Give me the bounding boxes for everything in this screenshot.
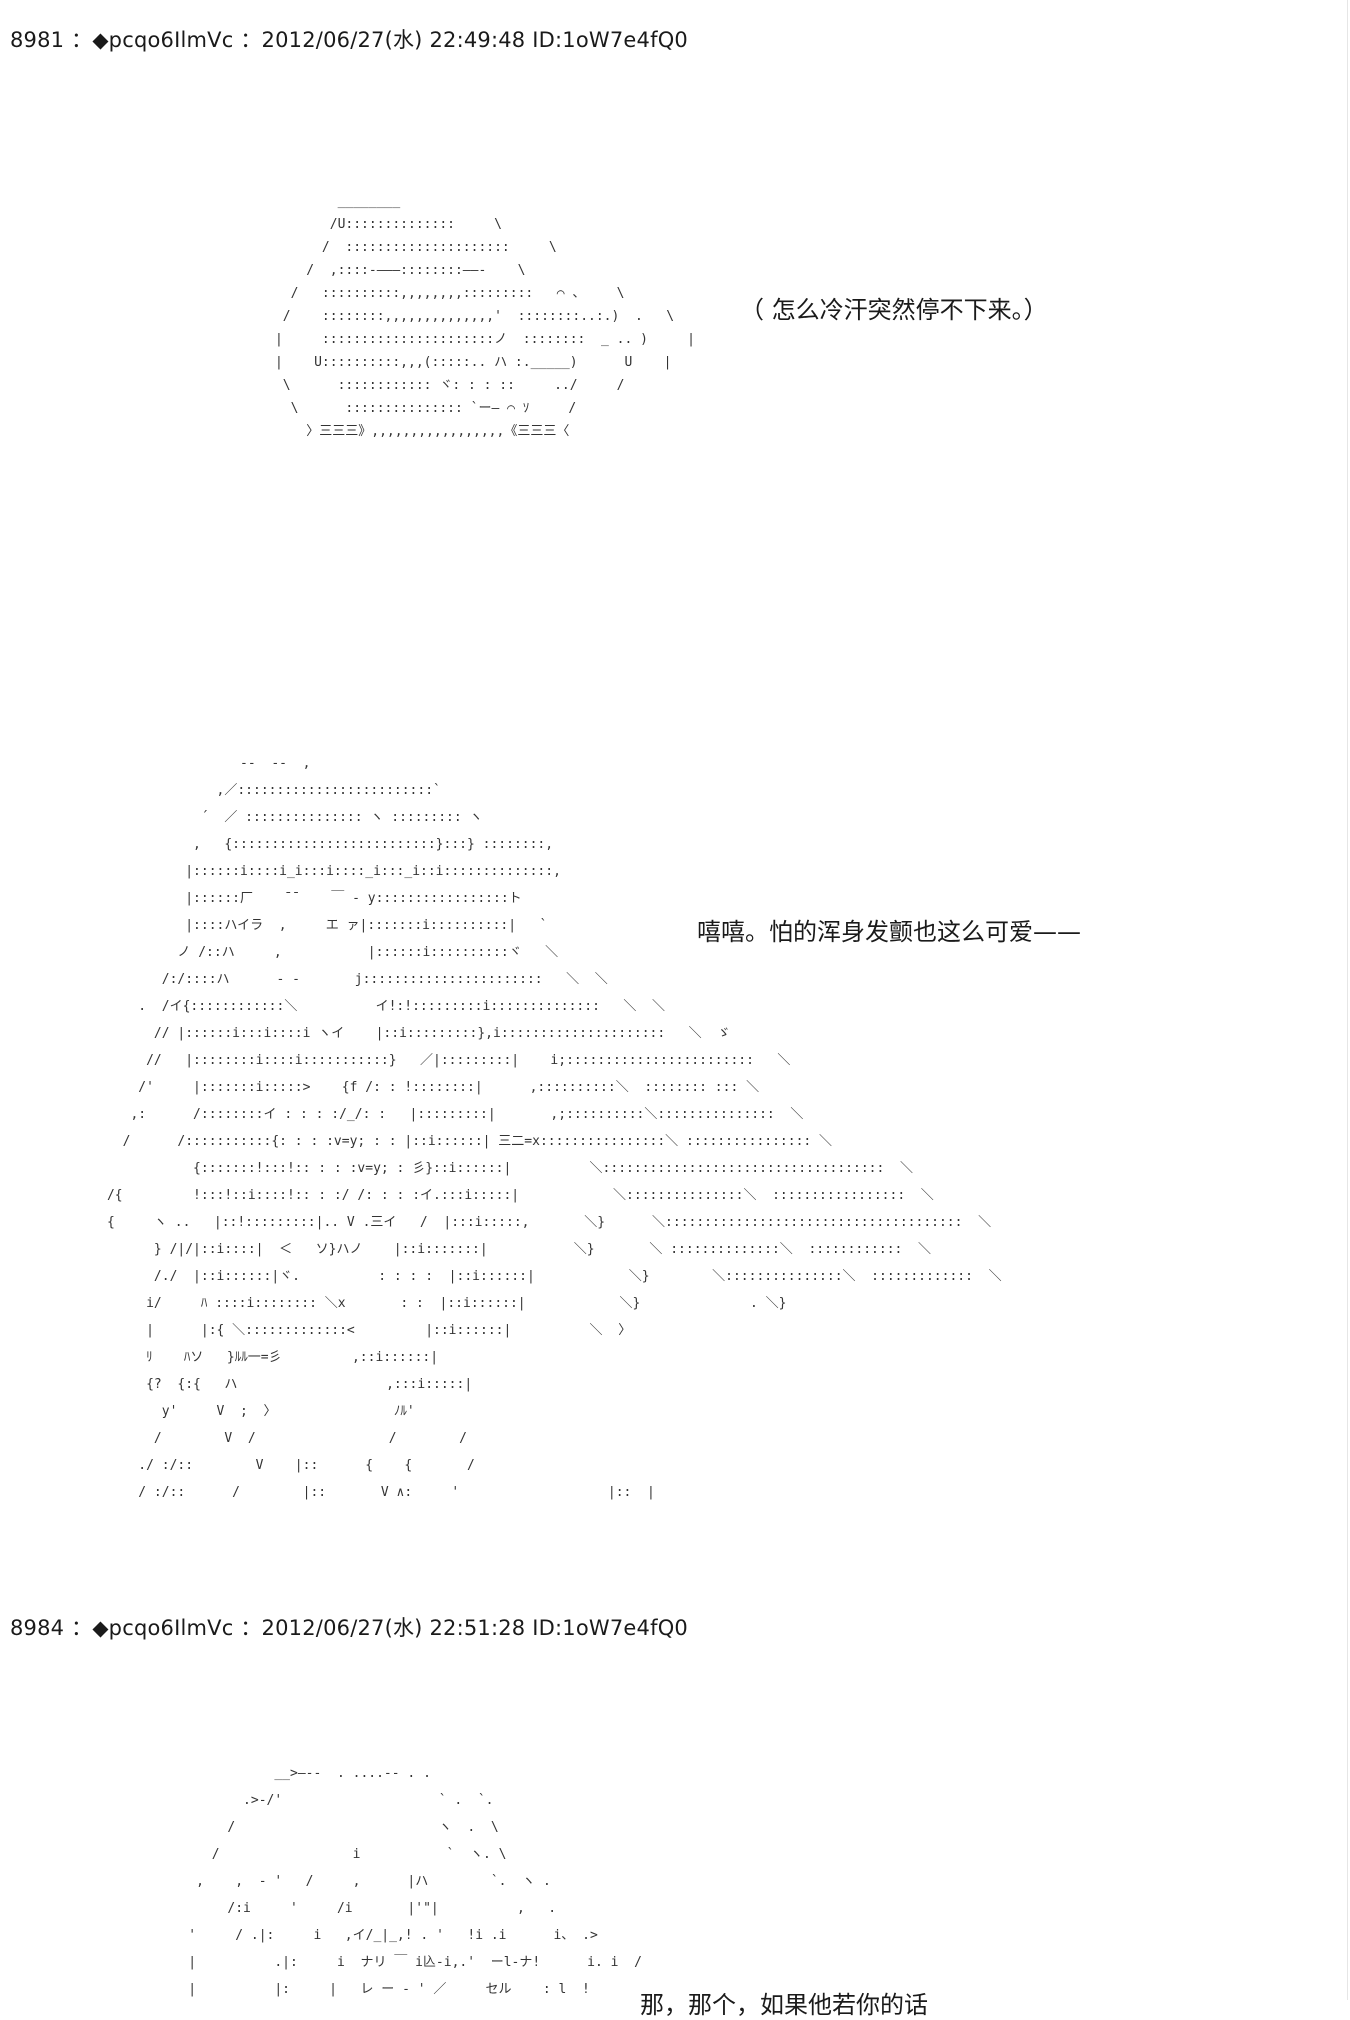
dialogue-line-2: 嘻嘻。怕的浑身发颤也这么可爱—— (697, 918, 1081, 946)
ascii-art-figure: -- -- , ,／:::::::::::::::::::::::::` ´ ／… (106, 756, 1002, 1500)
post-header-8984: 8984 ：◆pcqo6IlmVc ：2012/06/27(水) 22:51:2… (10, 1616, 688, 1640)
ascii-art-head: __>―-‐ . ....-- . . .>-/' ` . `. / ヽ . \… (188, 1766, 642, 1997)
dialogue-line-3: 那，那个，如果他若你的话 (640, 1991, 928, 2019)
post-header-8981: 8981 ：◆pcqo6IlmVc ：2012/06/27(水) 22:49:4… (10, 28, 688, 52)
ascii-art-face: ________ /U:::::::::::::: \ / ::::::::::… (274, 194, 695, 439)
dialogue-line-1: （ 怎么冷汗突然停不下来。） (740, 296, 1048, 324)
page-edge-line (1347, 0, 1348, 2000)
